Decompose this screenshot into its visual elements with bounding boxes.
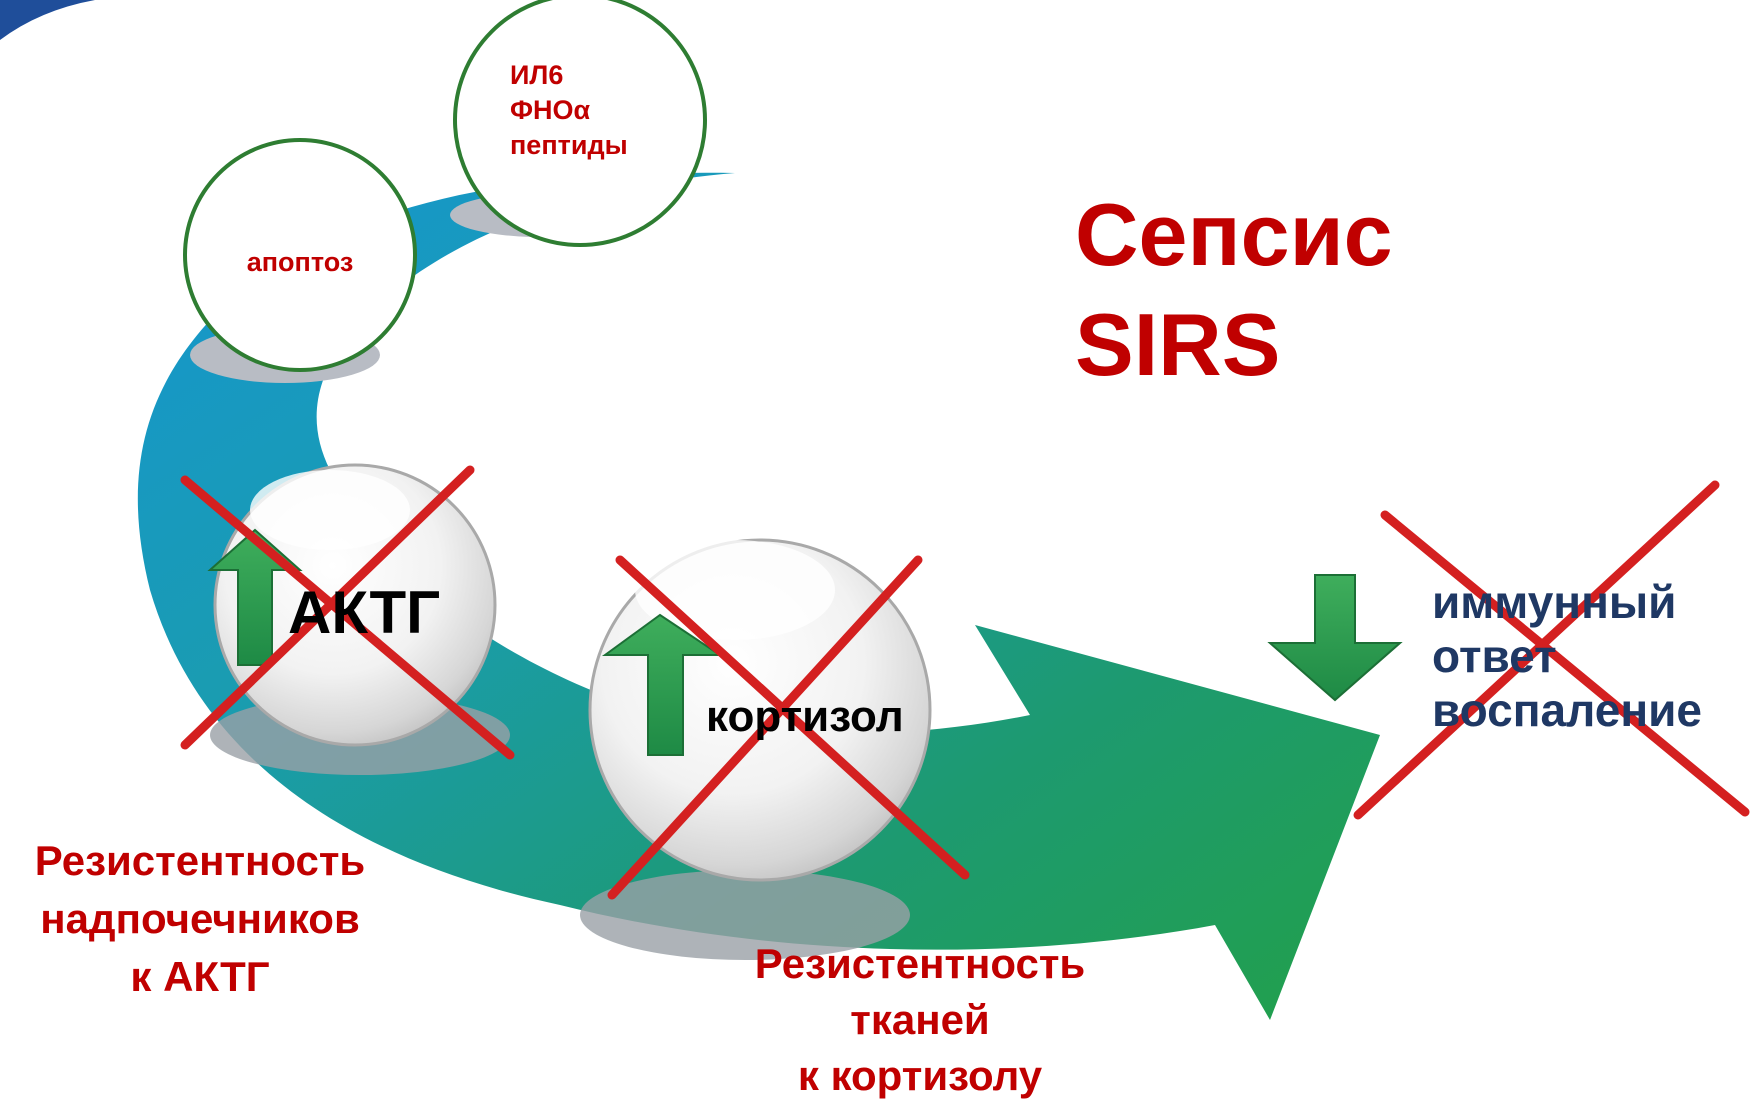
bubble-apoptosis-label: апоптоз (246, 247, 354, 277)
page-title: Сепсис SIRS (1075, 180, 1393, 400)
node-cortisol-label: кортизол (706, 692, 904, 741)
caption-tissue-resistance: Резистентность тканей к кортизолу (720, 936, 1120, 1104)
caption-tissue-line-2: тканей (850, 996, 990, 1043)
caption-adrenal-line-3: к АКТГ (130, 953, 270, 1000)
corner-decoration (0, 0, 95, 40)
sphere-shadow (580, 870, 910, 960)
caption-adrenal-line-2: надпочечников (40, 895, 360, 942)
flow-band-arrow (137, 172, 1380, 1020)
bubble-cytokines (453, 0, 707, 247)
caption-tissue-line-1: Резистентность (754, 940, 1086, 987)
immune-line-1: иммунный (1432, 576, 1677, 628)
up-arrow-cortisol (601, 613, 724, 756)
down-arrow-immune (1267, 574, 1403, 702)
bubble-cytokines-label: ИЛ6 ФНОα пептиды (510, 58, 680, 163)
bubble-apoptosis (183, 138, 417, 372)
immune-line-2: ответ (1432, 630, 1557, 682)
cross-immune (1353, 480, 1750, 820)
caption-adrenal-resistance: Резистентность надпочечников к АКТГ (0, 832, 400, 1006)
caption-adrenal-line-1: Резистентность (34, 837, 366, 884)
cytokine-il6: ИЛ6 (510, 60, 564, 90)
title-sepsis: Сепсис (1075, 185, 1393, 284)
cross-acth (180, 465, 515, 760)
immune-line-3: воспаление (1432, 684, 1702, 736)
sphere-highlight (250, 470, 410, 550)
cytokine-tnf: ФНОα (510, 95, 591, 125)
node-acth-label: АКТГ (288, 579, 441, 646)
cross-cortisol (607, 555, 970, 900)
cytokine-peptides: пептиды (510, 130, 628, 160)
caption-tissue-line-3: к кортизолу (797, 1052, 1043, 1099)
node-immune-label: иммунный ответ воспаление (1432, 575, 1702, 737)
title-sirs: SIRS (1075, 295, 1281, 394)
